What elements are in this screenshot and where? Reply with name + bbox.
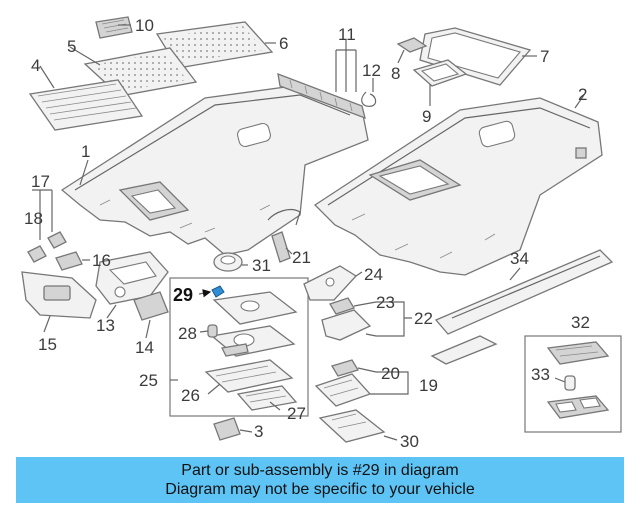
part-14-switch	[133, 291, 169, 321]
callout-4: 4	[31, 56, 40, 75]
callout-29: 29	[173, 285, 193, 305]
callout-14: 14	[135, 338, 154, 357]
part-8-lens	[396, 37, 428, 53]
callout-15: 15	[38, 335, 57, 354]
callout-25: 25	[139, 371, 158, 390]
callout-32: 32	[571, 313, 590, 332]
callout-labels: 10 6 5 4 11 12 8 9 7 2 1 17 18 16 31 21 …	[24, 16, 590, 451]
group-32-box	[524, 335, 622, 433]
part-29-cover	[211, 285, 225, 298]
callout-19: 19	[419, 376, 438, 395]
callout-11: 11	[338, 25, 356, 44]
parts-diagram: 10 6 5 4 11 12 8 9 7 2 1 17 18 16 31 21 …	[21, 16, 622, 451]
part-6-pad	[155, 21, 274, 69]
callout-30: 30	[400, 432, 419, 451]
banner-line-1: Part or sub-assembly is #29 in diagram	[181, 462, 459, 479]
banner-line-2: Diagram may not be specific to your vehi…	[165, 481, 475, 498]
part-16-clip	[55, 251, 83, 271]
callout-34: 34	[510, 249, 529, 268]
info-banner: Part or sub-assembly is #29 in diagram D…	[16, 457, 624, 503]
callout-2: 2	[578, 85, 587, 104]
part-12-clip	[361, 91, 377, 107]
callout-24: 24	[364, 265, 383, 284]
part-30-lamp	[318, 409, 386, 443]
callout-9: 9	[422, 107, 431, 126]
callout-18: 18	[24, 209, 43, 228]
part-27-lens	[236, 385, 298, 411]
part-23-clip	[329, 297, 355, 315]
part-18-holder	[27, 231, 67, 263]
callout-22: 22	[414, 309, 433, 328]
callout-26: 26	[181, 386, 200, 405]
callout-23: 23	[376, 293, 395, 312]
callout-3: 3	[254, 422, 263, 441]
part-2-headliner	[313, 97, 603, 276]
part-22-harness	[321, 309, 372, 341]
callout-13: 13	[96, 316, 115, 335]
part-15-sunvisor	[21, 271, 97, 319]
part-3-bracket	[213, 417, 241, 441]
part-24-bracket	[303, 265, 358, 301]
console-assembly	[210, 291, 298, 357]
part-9-bezel	[412, 59, 468, 87]
part-29-arrow	[198, 289, 212, 298]
part-31-cap	[213, 252, 243, 272]
part-20-lamp	[331, 359, 359, 377]
part-10-pad	[95, 16, 133, 39]
part-19-lamp	[314, 373, 372, 407]
callout-16: 16	[92, 251, 111, 270]
part-1-headliner	[60, 72, 369, 256]
callout-28: 28	[178, 324, 197, 343]
part-7-frame	[419, 27, 532, 86]
part-4-pad	[28, 79, 144, 131]
callout-1: 1	[81, 142, 90, 161]
group-25-box	[169, 277, 309, 417]
part-34-rail	[430, 249, 614, 365]
leader-lines	[32, 24, 585, 441]
part-26-lens	[204, 359, 294, 393]
callout-5: 5	[67, 37, 76, 56]
callout-20: 20	[381, 364, 400, 383]
part-28-knob	[207, 324, 218, 338]
callout-8: 8	[391, 64, 400, 83]
callout-21: 21	[292, 248, 311, 267]
callout-33: 33	[531, 365, 550, 384]
callout-17: 17	[31, 172, 50, 191]
part-21-wire	[267, 208, 301, 263]
callout-7: 7	[540, 47, 549, 66]
callout-31: 31	[252, 256, 271, 275]
callout-6: 6	[279, 34, 288, 53]
callout-27: 27	[287, 404, 306, 423]
callout-10: 10	[135, 16, 154, 35]
callout-12: 12	[362, 61, 381, 80]
